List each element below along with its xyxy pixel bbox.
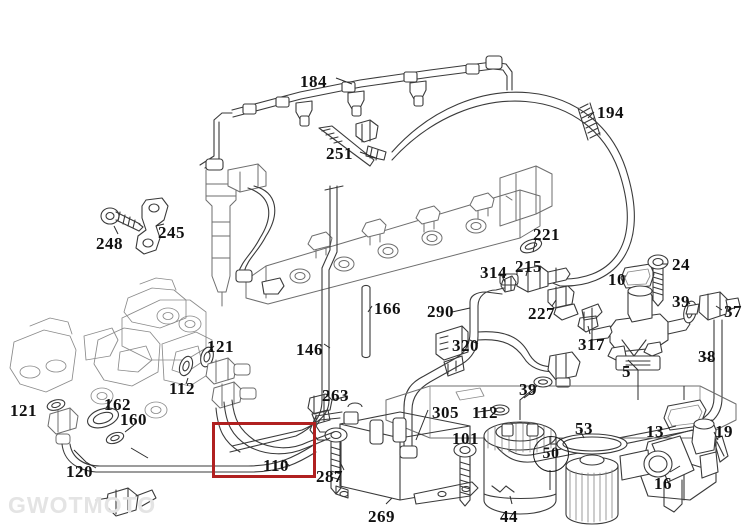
bracket-lower-left xyxy=(95,487,157,517)
filter-element-53 xyxy=(549,433,628,525)
bolt-248 xyxy=(100,207,144,232)
valve-215 xyxy=(499,265,571,293)
callout-112-upper: 112 xyxy=(169,379,196,398)
oring-121-upper xyxy=(200,346,214,368)
bolt-101 xyxy=(453,442,477,507)
callout-290: 290 xyxy=(427,302,454,321)
callout-160: 160 xyxy=(120,410,147,429)
callout-38: 38 xyxy=(698,347,716,366)
callout-39-lower: 39 xyxy=(519,380,537,399)
callout-146: 146 xyxy=(296,340,323,359)
callout-263: 263 xyxy=(322,386,349,405)
callout-184: 184 xyxy=(300,72,327,91)
return-hose-long xyxy=(391,91,635,287)
callout-305: 305 xyxy=(432,403,459,422)
oring-162 xyxy=(86,399,120,429)
callout-37: 37 xyxy=(724,302,742,321)
housing-16 xyxy=(619,418,719,513)
pin-19 xyxy=(713,435,729,463)
fitting-37 xyxy=(685,291,741,321)
leader-lines xyxy=(73,77,723,505)
watermark-text: GWOTMOTO xyxy=(8,492,157,518)
callout-39-upper: 39 xyxy=(672,292,690,311)
bolt-24 xyxy=(647,254,669,307)
filter-canister-44 xyxy=(483,421,557,515)
callout-24: 24 xyxy=(672,255,690,274)
pump-carrier-left xyxy=(9,277,213,419)
fuel-rail-main xyxy=(245,165,553,305)
callout-112-lower: 112 xyxy=(472,403,499,422)
callout-19: 19 xyxy=(715,422,733,441)
hose-305 xyxy=(477,331,581,388)
union-fittings xyxy=(47,357,257,445)
fuel-lines-120-110 xyxy=(61,399,335,473)
filter-housing-269 xyxy=(309,402,479,505)
callout-53: 53 xyxy=(575,419,593,438)
valve-5 xyxy=(591,285,691,371)
callout-269: 269 xyxy=(368,507,395,526)
callout-101: 101 xyxy=(452,429,479,448)
oring-121-left xyxy=(46,399,66,411)
callout-194: 194 xyxy=(597,103,624,122)
hp-line-injector xyxy=(235,185,285,295)
callout-248: 248 xyxy=(96,234,123,253)
callout-13: 13 xyxy=(646,422,664,441)
callout-5: 5 xyxy=(622,362,631,381)
callout-110: 110 xyxy=(263,456,290,475)
callout-287: 287 xyxy=(316,467,343,486)
callout-44: 44 xyxy=(500,507,518,526)
callout-10: 10 xyxy=(608,270,626,289)
callout-162: 162 xyxy=(104,395,131,414)
tube-166 xyxy=(361,284,371,359)
callout-16: 16 xyxy=(654,474,672,493)
callout-121-upper: 121 xyxy=(207,337,234,356)
oring-112-lower xyxy=(490,404,510,416)
callout-120: 120 xyxy=(66,462,93,481)
clamp-263 xyxy=(307,393,333,425)
callout-166: 166 xyxy=(374,299,401,318)
oring-112-upper xyxy=(178,355,194,377)
callout-221: 221 xyxy=(533,225,560,244)
fuel-pipe-146 xyxy=(229,185,344,453)
spring-194 xyxy=(577,102,601,141)
callout-227: 227 xyxy=(528,304,555,323)
callout-314: 314 xyxy=(480,263,507,282)
oring-160 xyxy=(105,424,149,459)
callout-245: 245 xyxy=(158,223,185,242)
injector-assembly xyxy=(205,163,267,307)
oring-39-lower xyxy=(519,376,553,420)
clip-317 xyxy=(577,303,603,333)
leak-off-rail-184 xyxy=(199,55,513,171)
clamp-251 xyxy=(318,119,387,167)
callout-215: 215 xyxy=(515,257,542,276)
bracket-245 xyxy=(135,197,169,255)
callout-320: 320 xyxy=(452,336,479,355)
callout-251: 251 xyxy=(326,144,353,163)
callout-50: 50 xyxy=(533,436,569,472)
callout-121-left: 121 xyxy=(10,401,37,420)
callout-317: 317 xyxy=(578,335,605,354)
hose-290 xyxy=(399,287,505,459)
